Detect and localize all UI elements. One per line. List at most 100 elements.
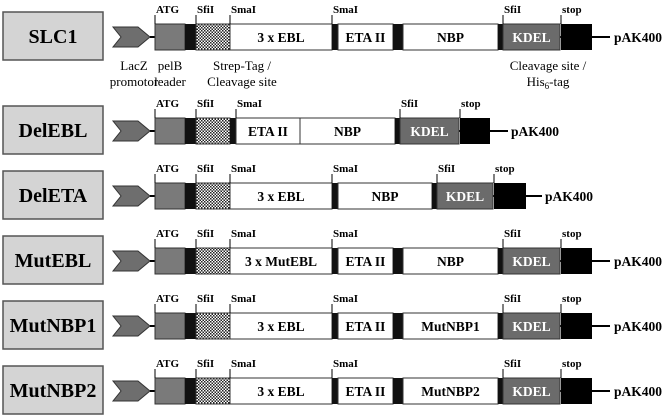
eta-block bbox=[235, 117, 301, 145]
lacz-promoter-arrow bbox=[111, 250, 151, 272]
ebl-label: 3 x EBL bbox=[257, 384, 304, 399]
ebl-label: 3 x EBL bbox=[257, 189, 304, 204]
construct-name-box bbox=[2, 105, 104, 155]
cleavage-site-annotation: Cleavage site bbox=[207, 74, 277, 89]
eta-block bbox=[337, 377, 394, 405]
strep-tag-block bbox=[195, 312, 231, 340]
site-label-smai: SmaI bbox=[333, 358, 358, 370]
ebl-label: 3 x MutEBL bbox=[245, 254, 317, 269]
site-label-sfii: SfiI bbox=[197, 228, 214, 240]
junction-block bbox=[393, 313, 403, 339]
junction-block bbox=[498, 24, 503, 50]
promotor-annotation: promotor bbox=[110, 74, 159, 89]
lacz-promoter-arrow bbox=[111, 185, 151, 207]
lacz-promoter-arrow bbox=[111, 315, 151, 337]
site-label-sfii: SfiI bbox=[401, 98, 418, 110]
ebl-label: 3 x EBL bbox=[257, 319, 304, 334]
leader-annotation: leader bbox=[154, 74, 186, 89]
eta-label: ETA II bbox=[346, 384, 386, 399]
stop-block bbox=[494, 183, 526, 209]
site-label-sfii: SfiI bbox=[197, 4, 214, 16]
junction-block bbox=[185, 248, 196, 274]
site-label-stop: stop bbox=[562, 228, 582, 240]
stop-block bbox=[561, 378, 592, 404]
kdel-label: KDEL bbox=[446, 189, 484, 204]
construct-name-box bbox=[2, 300, 104, 350]
vector-label: pAK400 bbox=[545, 189, 593, 204]
site-label-stop: stop bbox=[562, 4, 582, 16]
junction-block bbox=[332, 313, 338, 339]
kdel-block bbox=[399, 117, 460, 145]
construct-name: DelETA bbox=[19, 185, 88, 207]
kdel-block bbox=[502, 247, 561, 275]
site-label-smai: SmaI bbox=[237, 98, 262, 110]
site-label-atg: ATG bbox=[156, 98, 179, 110]
site-label-sfii: SfiI bbox=[504, 293, 521, 305]
junction-block bbox=[393, 378, 403, 404]
junction-block bbox=[185, 24, 196, 50]
site-label-sfii: SfiI bbox=[504, 358, 521, 370]
nbp-block bbox=[402, 247, 499, 275]
site-label-stop: stop bbox=[495, 163, 515, 175]
site-label-atg: ATG bbox=[156, 293, 179, 305]
nbp-label: MutNBP2 bbox=[421, 384, 480, 399]
pelb-leader-block bbox=[154, 182, 186, 210]
junction-block bbox=[230, 118, 236, 144]
stop-block bbox=[561, 313, 592, 339]
eta-block bbox=[337, 23, 394, 51]
site-label-atg: ATG bbox=[156, 358, 179, 370]
strep-tag-block bbox=[195, 23, 231, 51]
stop-block bbox=[460, 118, 490, 144]
junction-block bbox=[185, 118, 196, 144]
construct-mutnbp2: MutNBP2 3 x EBL ETA II MutNBP2 KDEL ATG SfiI Sm… bbox=[2, 358, 662, 415]
kdel-block bbox=[502, 377, 561, 405]
ebl-block bbox=[229, 247, 333, 275]
kdel-label: KDEL bbox=[512, 30, 550, 45]
site-label-smai: SmaI bbox=[333, 4, 358, 16]
nbp-label: NBP bbox=[437, 30, 464, 45]
site-label-sfii: SfiI bbox=[504, 4, 521, 16]
cleavage-his-annotation-1: Cleavage site / bbox=[510, 58, 587, 73]
construct-name-box bbox=[2, 11, 104, 61]
eta-label: ETA II bbox=[346, 319, 386, 334]
junction-block bbox=[185, 183, 196, 209]
junction-block bbox=[432, 183, 437, 209]
construct-name: DelEBL bbox=[19, 120, 88, 142]
ebl-block bbox=[229, 182, 333, 210]
eta-label: ETA II bbox=[346, 30, 386, 45]
kdel-label: KDEL bbox=[512, 384, 550, 399]
stop-block bbox=[561, 24, 592, 50]
junction-block bbox=[332, 378, 338, 404]
site-label-sfii: SfiI bbox=[197, 98, 214, 110]
site-label-smai: SmaI bbox=[231, 358, 256, 370]
construct-name: MutNBP1 bbox=[10, 315, 97, 337]
site-label-sfii: SfiI bbox=[438, 163, 455, 175]
lacz-annotation: LacZ bbox=[120, 58, 147, 73]
pelb-leader-block bbox=[154, 377, 186, 405]
site-label-sfii: SfiI bbox=[197, 293, 214, 305]
nbp-label: NBP bbox=[437, 254, 464, 269]
kdel-label: KDEL bbox=[410, 124, 448, 139]
nbp-label: MutNBP1 bbox=[421, 319, 480, 334]
stop-block bbox=[561, 248, 592, 274]
construct-name-box bbox=[2, 235, 104, 285]
kdel-label: KDEL bbox=[512, 254, 550, 269]
site-label-smai: SmaI bbox=[231, 228, 256, 240]
his-tag-annotation: His6-tag bbox=[527, 74, 570, 91]
strep-tag-block bbox=[195, 182, 231, 210]
kdel-block bbox=[436, 182, 494, 210]
junction-block bbox=[332, 248, 338, 274]
site-label-smai: SmaI bbox=[231, 163, 256, 175]
lacz-promoter-arrow bbox=[111, 26, 151, 48]
vector-label: pAK400 bbox=[614, 30, 662, 45]
construct-name: MutNBP2 bbox=[10, 380, 97, 402]
nbp-block bbox=[299, 117, 396, 145]
pelb-leader-block bbox=[154, 247, 186, 275]
junction-block bbox=[393, 248, 403, 274]
